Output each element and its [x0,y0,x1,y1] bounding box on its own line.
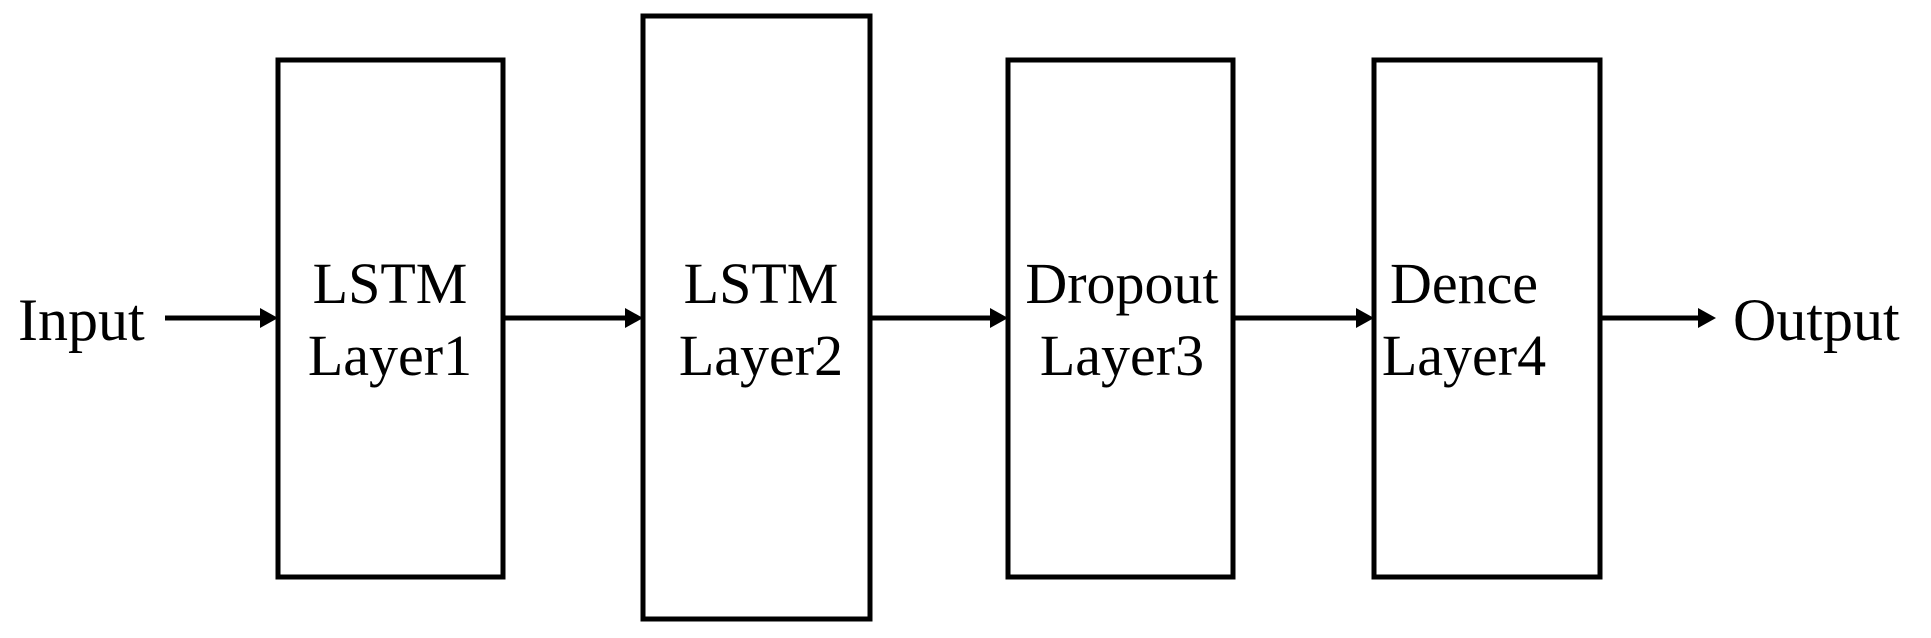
layer-box-1: LSTM Layer1 [275,57,506,580]
layer4-type-label: Dence [1390,251,1538,316]
layer-box-2: LSTM Layer2 [640,13,873,622]
layer3-type-label: Dropout [1025,251,1218,316]
arrow-layer4-to-output [1600,308,1716,328]
output-label: Output [1733,287,1900,353]
arrow-input-to-layer1 [165,308,278,328]
layer1-name-label: Layer1 [308,323,472,388]
arrow-layer2-to-layer3 [870,308,1008,328]
input-label: Input [18,287,145,353]
layer4-name-label: Layer4 [1382,323,1546,388]
layer-box-4: Dence Layer4 [1371,57,1603,580]
layer1-type-label: LSTM [313,251,468,316]
layer2-name-label: Layer2 [679,323,843,388]
layer3-name-label: Layer3 [1040,323,1204,388]
arrow-layer1-to-layer2 [503,308,643,328]
arrow-layer3-to-layer4 [1233,308,1374,328]
layer-box-3: Dropout Layer3 [1005,57,1236,580]
layer2-type-label: LSTM [684,251,839,316]
